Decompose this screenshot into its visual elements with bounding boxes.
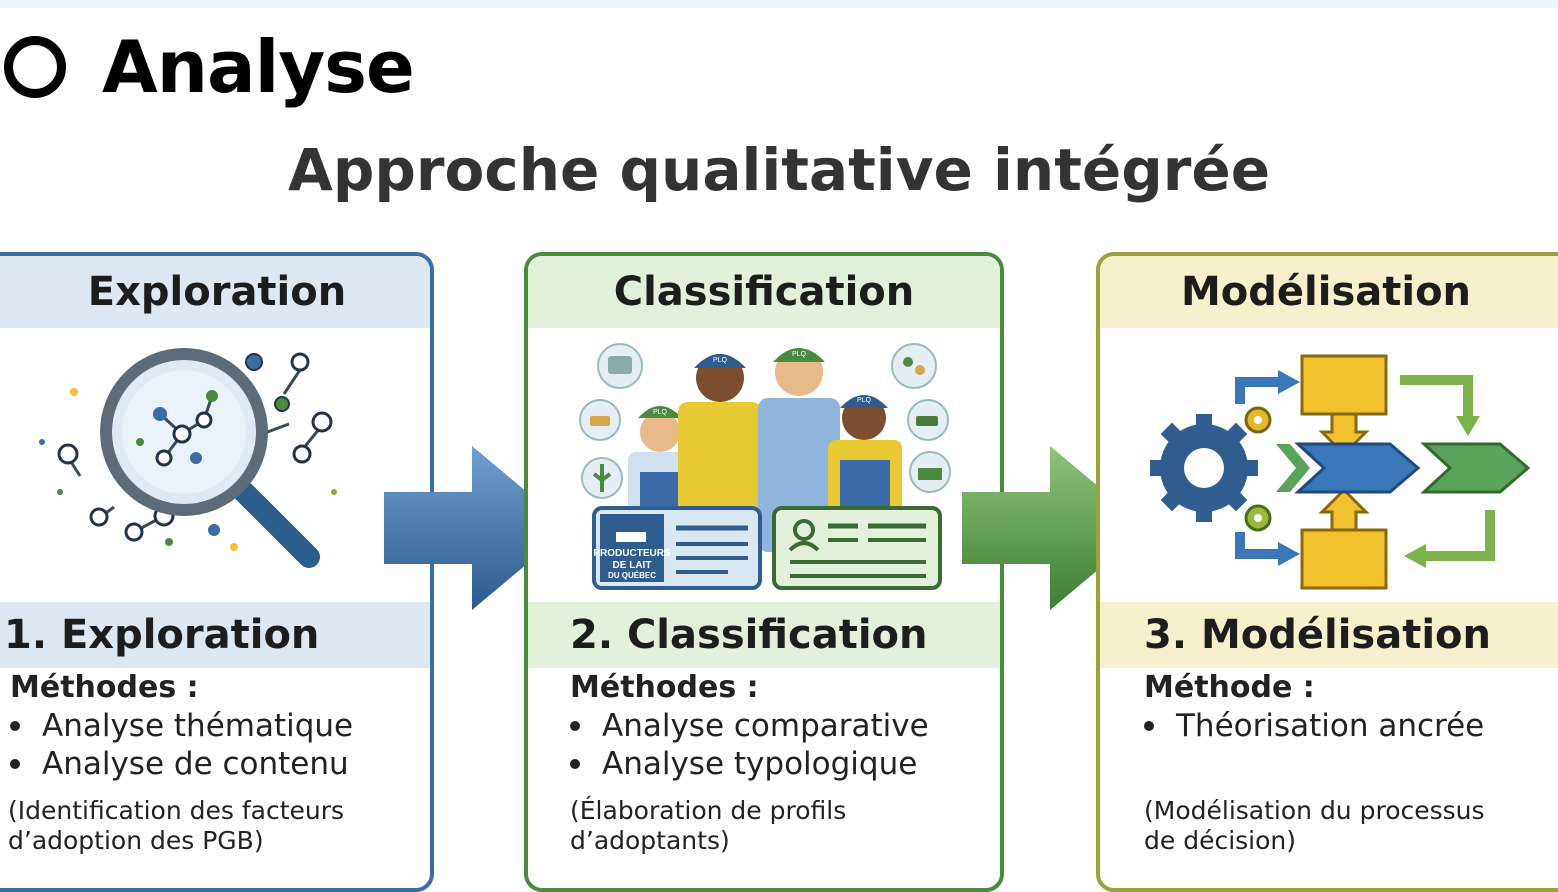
step-title-modelisation: 3. Modélisation <box>1100 602 1558 668</box>
magnifier-network-illustration <box>39 348 337 568</box>
hollow-bullet-icon <box>4 36 66 98</box>
profile-card-person <box>772 506 942 590</box>
flow-arrow-green <box>962 446 1148 610</box>
panel-exploration: Exploration <box>0 252 434 892</box>
svg-text:PLQ: PLQ <box>857 397 872 404</box>
slide-title: Analyse <box>0 22 415 112</box>
profile-card-plq: PRODUCTEURS DE LAIT DU QUÉBEC <box>592 506 762 590</box>
panel-header-exploration: Exploration <box>0 256 430 328</box>
method-item: Théorisation ancrée <box>1144 707 1558 745</box>
bullet-dot-icon <box>10 759 20 769</box>
methods-label: Méthodes : <box>10 670 199 705</box>
svg-text:PLQ: PLQ <box>713 357 728 364</box>
methods-modelisation: Méthode : Théorisation ancrée <box>1100 670 1558 745</box>
diagram-subtitle: Approche qualitative intégrée <box>287 136 1271 204</box>
svg-text:DU QUÉBEC: DU QUÉBEC <box>608 571 656 580</box>
panel-classification: Classification PLQ PLQ <box>524 252 1004 892</box>
panel-modelisation: Modélisation <box>1096 252 1558 892</box>
bullet-dot-icon <box>1144 721 1154 731</box>
svg-text:PRODUCTEURS: PRODUCTEURS <box>593 548 671 559</box>
bullet-dot-icon <box>570 759 580 769</box>
panel-header-modelisation: Modélisation <box>1100 256 1558 328</box>
bullet-dot-icon <box>570 721 580 731</box>
methods-label: Méthode : <box>1144 670 1315 705</box>
top-strip <box>0 0 1558 8</box>
svg-text:DE LAIT: DE LAIT <box>613 560 652 571</box>
step-title-exploration: 1. Exploration <box>0 602 430 668</box>
svg-text:PLQ: PLQ <box>653 409 668 416</box>
panel-note-classification: (Élaboration de profils d’adoptants) <box>570 796 847 855</box>
flow-arrow-blue <box>384 446 570 610</box>
panel-note-exploration: (Identification des facteurs d’adoption … <box>8 796 345 855</box>
methods-label: Méthodes : <box>570 670 759 705</box>
gear-icon <box>1150 414 1258 522</box>
panel-header-classification: Classification <box>528 256 1000 328</box>
process-model-illustration <box>1150 354 1531 590</box>
method-item: Analyse typologique <box>570 745 1000 783</box>
method-item: Analyse thématique <box>10 707 430 745</box>
svg-text:PLQ: PLQ <box>792 351 807 358</box>
step-title-classification: 2. Classification <box>528 602 1000 668</box>
bullet-dot-icon <box>10 721 20 731</box>
methods-classification: Méthodes : Analyse comparative Analyse t… <box>528 670 1000 783</box>
methods-exploration: Méthodes : Analyse thématique Analyse de… <box>0 670 430 783</box>
farmers-profiles-illustration: PLQ PLQ PLQ PLQ PRODUCTEURS <box>579 343 951 590</box>
panel-note-modelisation: (Modélisation du processus de décision) <box>1144 796 1485 855</box>
method-item: Analyse de contenu <box>10 745 430 783</box>
slide-title-text: Analyse <box>102 25 415 109</box>
method-item: Analyse comparative <box>570 707 1000 745</box>
